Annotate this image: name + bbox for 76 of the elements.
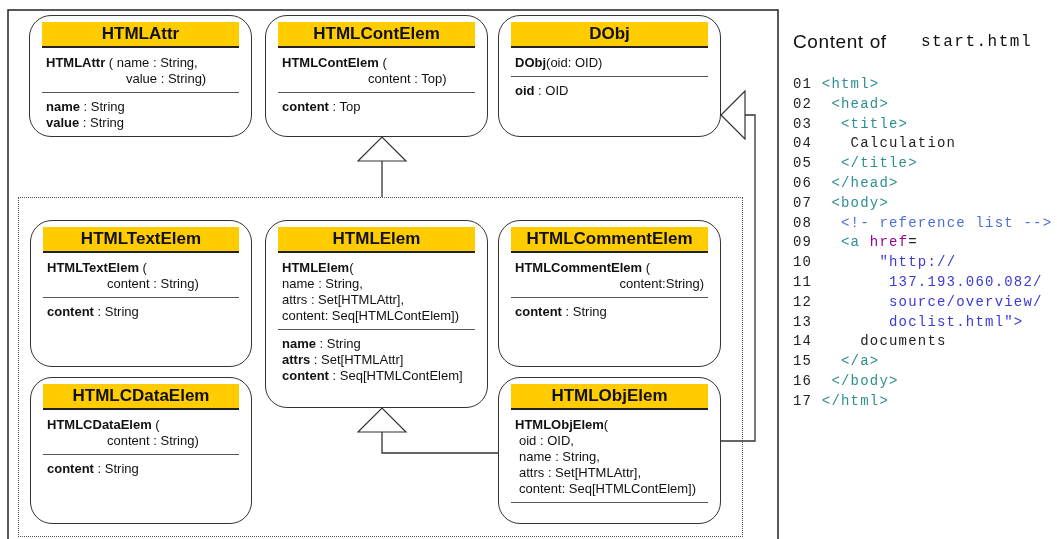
inheritance-arrow — [357, 407, 499, 454]
constructor-signature: HTMLTextElem ( content : String) — [43, 255, 239, 298]
line-number: 12 — [793, 293, 813, 310]
code-text: <head> — [831, 95, 889, 112]
class-box — [498, 15, 721, 137]
constructor-signature: HTMLObjElem( oid : OID, name : String, attrs : Set[HTMLAttr], content: Seq[HTMLContElem]) — [511, 412, 708, 503]
line-number: 08 — [793, 214, 813, 231]
constructor-signature: HTMLElem( name : String, attrs : Set[HTMLAttr], content: Seq[HTMLContElem]) — [278, 255, 475, 330]
line-number: 04 — [793, 135, 813, 152]
attribute-line: oid : OID — [514, 82, 570, 99]
attribute-line: name : String — [281, 335, 362, 352]
line-number: 07 — [793, 194, 813, 211]
class-name: HTMLCDataElem — [43, 384, 239, 410]
line-number: 03 — [793, 115, 813, 132]
class-name: HTMLCommentElem — [511, 227, 708, 253]
code-text: </a> — [841, 353, 880, 370]
line-number: 17 — [793, 392, 813, 409]
constructor-signature: HTMLContElem ( content : Top) — [278, 50, 475, 93]
code-text: documents — [860, 333, 947, 350]
attribute-line: content : String — [46, 460, 140, 477]
code-text: </head> — [831, 175, 899, 191]
line-number: 15 — [793, 353, 813, 370]
class-name: HTMLObjElem — [511, 384, 708, 410]
class-box — [498, 377, 721, 524]
code-text: "http:// — [879, 254, 957, 271]
inheritance-arrow — [357, 136, 407, 198]
inheritance-arrow — [720, 90, 756, 442]
class-name: HTMLTextElem — [43, 227, 239, 253]
constructor-signature: HTMLAttr ( name : String, value : String) — [42, 50, 239, 93]
attribute-line: attrs : Set[HTMLAttr] — [281, 352, 405, 368]
code-text: </title> — [841, 155, 918, 172]
line-number: 06 — [793, 175, 813, 191]
code-text: doclist.html"> — [889, 313, 1024, 330]
code-text: <a — [841, 234, 861, 251]
package-frame — [18, 197, 743, 537]
code-text: </body> — [831, 373, 899, 389]
class-box — [30, 220, 252, 367]
code-text: </html> — [821, 392, 890, 409]
code-text: = — [908, 234, 918, 251]
attribute-line: content : String — [46, 303, 140, 320]
line-number: 14 — [793, 333, 813, 350]
class-box — [265, 220, 488, 408]
line-number: 05 — [793, 155, 813, 172]
code-text: href — [869, 234, 909, 251]
line-number: 02 — [793, 95, 813, 112]
class-name: HTMLElem — [278, 227, 475, 253]
class-box — [29, 15, 252, 137]
code-text: 137.193.060.082/ — [889, 274, 1043, 290]
code-text: source/overview/ — [889, 293, 1043, 310]
line-number: 01 — [793, 76, 813, 92]
code-text: <!- reference list --> — [841, 214, 1053, 231]
constructor-signature: HTMLCDataElem ( content : String) — [43, 412, 239, 455]
line-number: 11 — [793, 274, 813, 290]
class-box — [265, 15, 488, 137]
class-box — [498, 220, 721, 367]
code-text: <html> — [821, 76, 880, 92]
line-number: 16 — [793, 373, 813, 389]
panel-title: Content of — [793, 31, 887, 53]
attribute-line: content : Top — [281, 98, 362, 115]
class-name: HTMLContElem — [278, 22, 475, 48]
attribute-line: content : Seq[HTMLContElem] — [281, 368, 464, 384]
attribute-line: name : String — [45, 98, 126, 115]
constructor-signature: DObj(oid: OID) — [511, 50, 708, 77]
code-text: Calculation — [850, 135, 957, 152]
line-number: 09 — [793, 234, 813, 251]
class-box — [30, 377, 252, 524]
class-name: HTMLAttr — [42, 22, 239, 48]
code-text: <title> — [841, 115, 909, 132]
constructor-signature: HTMLCommentElem ( content:String) — [511, 255, 708, 298]
code-text: <body> — [831, 194, 889, 211]
attribute-line: value : String — [45, 115, 126, 131]
class-name: DObj — [511, 22, 708, 48]
line-number: 10 — [793, 254, 813, 271]
line-number: 13 — [793, 313, 813, 330]
attribute-line: content : String — [514, 303, 608, 320]
file-name: start.html — [921, 33, 1032, 51]
